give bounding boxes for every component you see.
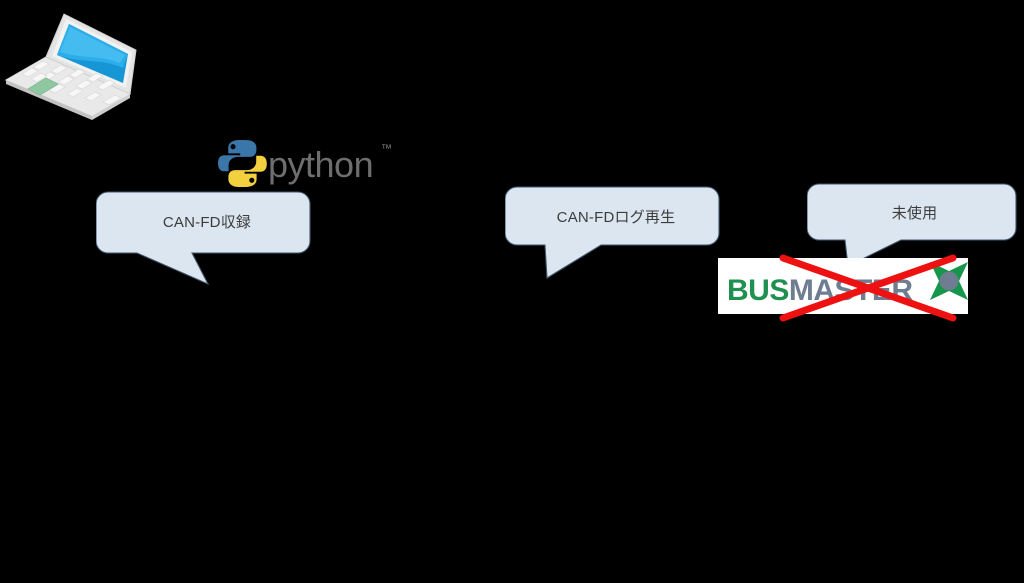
busmaster-word-master: MASTER: [788, 274, 913, 307]
svg-text:™: ™: [381, 143, 392, 155]
laptop-icon: [2, 8, 138, 120]
busmaster-word-bus: BUS: [727, 274, 789, 307]
svg-text:python: python: [268, 144, 373, 185]
busmaster-mark-icon: [927, 260, 971, 304]
callout-can-fd-record[interactable]: CAN-FD収録: [95, 186, 318, 290]
busmaster-logo: BUSMASTER: [715, 252, 980, 324]
callout-can-fd-replay[interactable]: CAN-FDログ再生: [504, 183, 727, 285]
python-logo: python ™: [218, 136, 394, 192]
